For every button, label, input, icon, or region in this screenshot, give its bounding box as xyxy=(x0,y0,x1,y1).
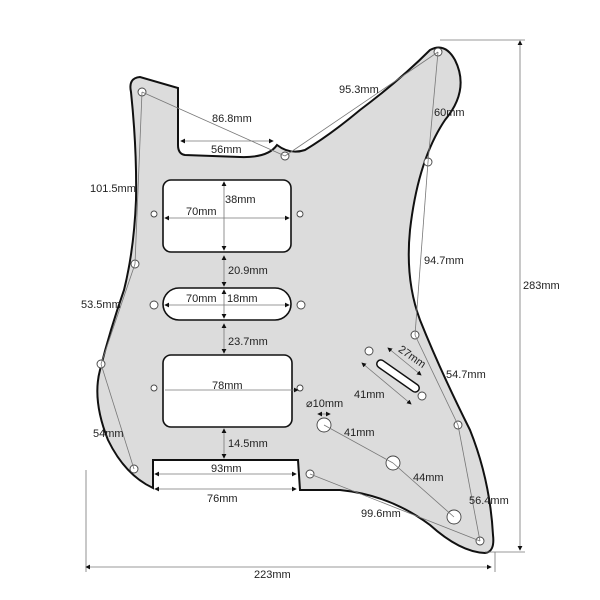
label-bottom-screw-span: 99.6mm xyxy=(361,508,401,520)
label-bottom-notch-width: 93mm xyxy=(211,463,242,475)
label-middle-pickup-height: 18mm xyxy=(227,293,258,305)
label-left-mid: 53.5mm xyxy=(81,299,121,311)
label-neck-pickup-width: 70mm xyxy=(186,206,217,218)
label-right-bottom: 56.4mm xyxy=(469,495,509,507)
label-middle-pickup-width: 70mm xyxy=(186,293,217,305)
label-right-mid: 94.7mm xyxy=(424,255,464,267)
label-middle-to-bridge-gap: 23.7mm xyxy=(228,336,268,348)
label-neck-pickup-height: 38mm xyxy=(225,194,256,206)
label-right-lower: 54.7mm xyxy=(446,369,486,381)
label-left-upper: 101.5mm xyxy=(90,183,136,195)
label-neck-pocket-width: 56mm xyxy=(211,144,242,156)
pickup-screw-holes xyxy=(149,210,427,401)
neck-pickup-cutout xyxy=(162,179,292,253)
dimension-lines xyxy=(85,39,525,572)
label-overall-height: 283mm xyxy=(523,280,560,292)
label-overall-width: 223mm xyxy=(254,569,291,581)
label-jack-diameter: ⌀10mm xyxy=(306,398,343,410)
label-bridge-to-bottom-gap: 14.5mm xyxy=(228,438,268,450)
label-neck-to-middle-gap: 20.9mm xyxy=(228,265,268,277)
label-switch-hole-spacing: 41mm xyxy=(354,389,385,401)
label-right-upper: 60mm xyxy=(434,107,465,119)
label-neck-to-top-horn-right: 95.3mm xyxy=(339,84,379,96)
label-bottom-notch-inner: 76mm xyxy=(207,493,238,505)
label-top-horn-to-neck: 86.8mm xyxy=(212,113,252,125)
label-knob-spacing-2: 44mm xyxy=(413,472,444,484)
label-bridge-pickup-width: 78mm xyxy=(212,380,243,392)
label-knob-spacing-1: 41mm xyxy=(344,427,375,439)
label-left-lower: 54mm xyxy=(93,428,124,440)
bridge-pickup-cutout xyxy=(162,354,293,428)
